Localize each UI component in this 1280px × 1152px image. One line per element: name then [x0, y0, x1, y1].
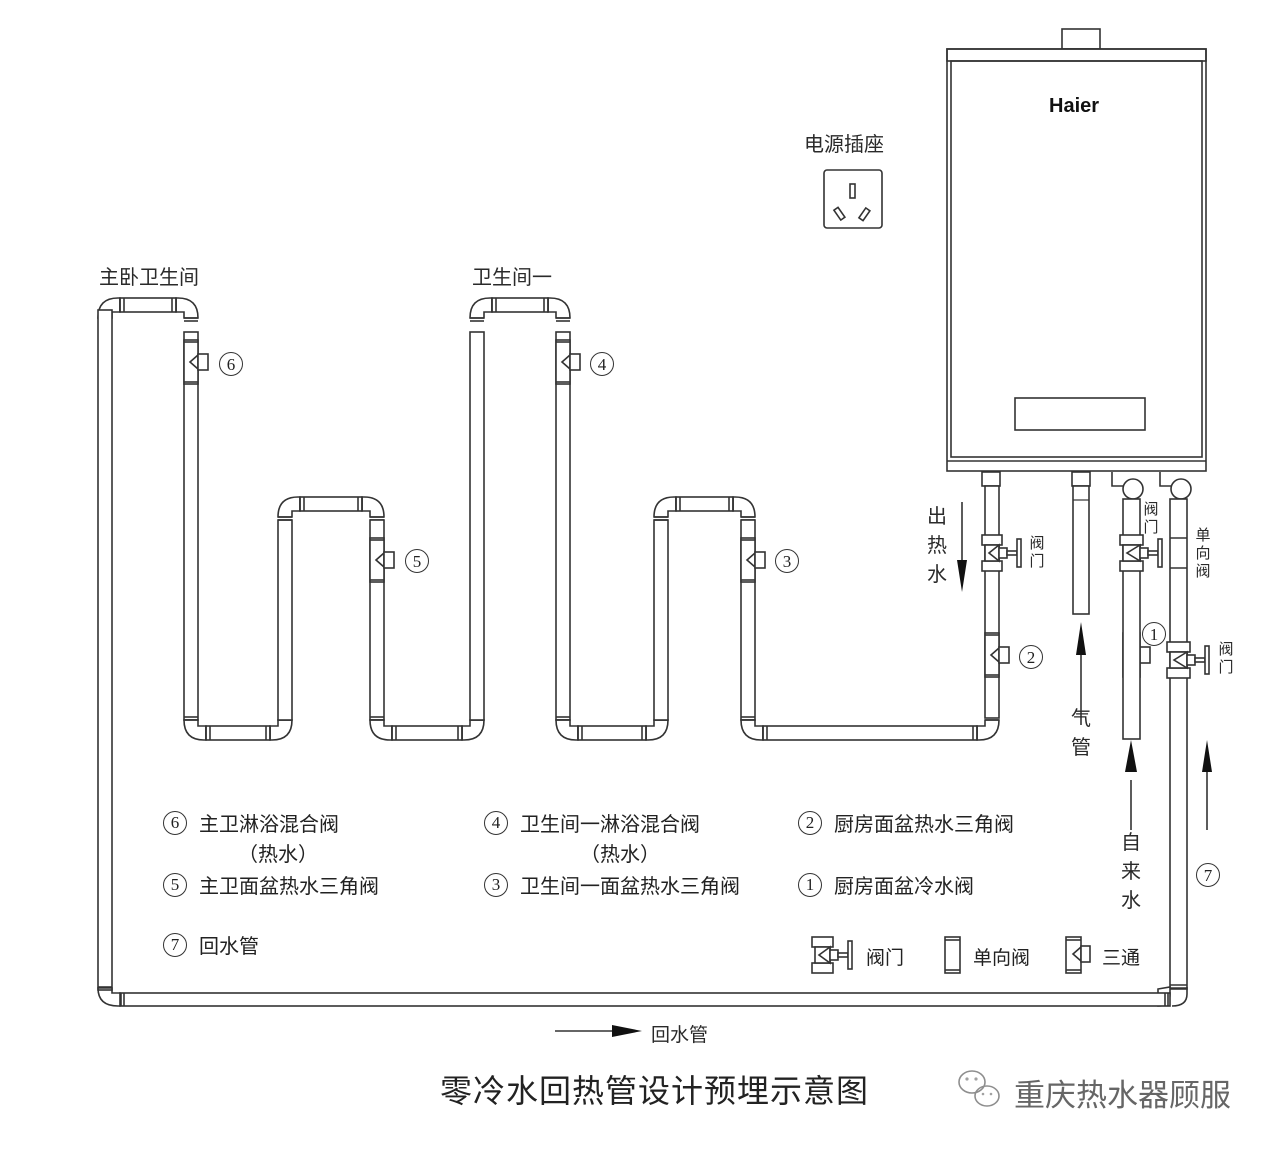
water-heater: [946, 28, 1207, 500]
elbow-fitting: [369, 719, 393, 741]
legend-item-5: 5 主卫面盆热水三角阀: [163, 870, 379, 899]
tee-fitting: [555, 339, 581, 385]
marker-6: 6: [219, 352, 243, 376]
marker-7: 7: [1196, 863, 1220, 887]
pipe-segment: [391, 725, 463, 741]
legend-item-1: 1 厨房面盆冷水阀: [798, 870, 974, 899]
room-label-master-bath: 主卧卫生间: [99, 265, 199, 289]
hot-water-pipe: [97, 297, 1151, 741]
marker-2: 2: [1019, 645, 1043, 669]
elbow-fitting: [976, 719, 1000, 741]
elbow-fitting: [653, 496, 677, 518]
power-socket-label: 电源插座: [804, 132, 884, 156]
pipe-segment: [277, 519, 293, 721]
legend-tee-icon: [1065, 936, 1091, 974]
wechat-icon: [958, 1070, 1000, 1107]
pipe-segment: [299, 496, 363, 512]
key-label-valve: 阀门: [866, 947, 905, 969]
tap-water-label: 自 来 水: [1121, 830, 1141, 912]
marker-1: 1: [1142, 622, 1166, 646]
elbow-fitting: [555, 719, 579, 741]
pipe-segment: [555, 331, 571, 721]
tee-fitting: [183, 339, 209, 385]
elbow-fitting: [269, 719, 293, 741]
elbow-fitting: [175, 297, 199, 319]
marker-5: 5: [405, 549, 429, 573]
tee-fitting: [984, 632, 1010, 678]
legend-item-3: 3 卫生间一面盆热水三角阀: [484, 870, 740, 899]
legend-check-valve-icon: [944, 936, 961, 974]
elbow-fitting: [740, 719, 764, 741]
key-label-check-valve: 单向阀: [973, 947, 1031, 969]
heater-display-panel: [1014, 397, 1146, 431]
cold-in-gate-valve-icon: [1119, 534, 1163, 572]
return-up-arrow: [1202, 740, 1212, 830]
marker-3: 3: [775, 549, 799, 573]
legend-item-6-sub: （热水）: [238, 842, 318, 866]
pipe-segment: [675, 496, 734, 512]
legend-item-4-sub: （热水）: [580, 842, 660, 866]
valve-label-cold: 阀 门: [1143, 500, 1159, 536]
pipe-segment: [577, 725, 647, 741]
pipe-segment: [762, 725, 978, 741]
elbow-fitting: [361, 496, 385, 518]
elbow-fitting: [732, 496, 756, 518]
tee-fitting: [740, 537, 766, 583]
diagram-title: 零冷水回热管设计预埋示意图: [440, 1072, 870, 1110]
pipe-segment: [469, 331, 485, 721]
marker-4: 4: [590, 352, 614, 376]
hot-out-gate-valve-icon: [981, 534, 1022, 572]
elbow-fitting: [461, 719, 485, 741]
tee-fitting: [369, 537, 395, 583]
power-socket-icon: [823, 169, 883, 229]
check-valve-label: 单 向 阀: [1195, 526, 1211, 580]
pipe-segment: [183, 331, 199, 721]
gas-pipe-label: 气 管: [1071, 706, 1091, 759]
legend-item-6: 6 主卫淋浴混合阀: [163, 808, 339, 837]
gas-pipe: [1072, 485, 1090, 615]
elbow-fitting: [547, 297, 571, 319]
elbow-fitting: [183, 719, 207, 741]
room-label-bathroom-one: 卫生间一: [472, 265, 552, 289]
elbow-fitting: [277, 496, 301, 518]
pipe-segment: [491, 297, 549, 313]
hot-out-arrow: [957, 502, 967, 592]
gas-arrow: [1076, 622, 1086, 725]
return-gate-valve-icon: [1166, 641, 1210, 679]
return-water-pipe: [97, 309, 1188, 1007]
legend-item-2: 2 厨房面盆热水三角阀: [798, 808, 1014, 837]
hot-water-out-label: 出 热 水: [927, 504, 947, 586]
legend-item-4: 4 卫生间一淋浴混合阀: [484, 808, 700, 837]
heater-brand-logo: Haier: [1049, 95, 1100, 117]
tap-water-arrow: [1125, 740, 1137, 830]
gate-valve-symbol: [811, 936, 853, 974]
watermark-text: 重庆热水器顾服: [1014, 1078, 1231, 1114]
pipe-segment: [205, 725, 271, 741]
valve-label-return: 阀 门: [1218, 640, 1234, 676]
pipe-segment: [984, 485, 1000, 719]
return-pipe-arrow-label: 回水管: [651, 1024, 709, 1046]
legend-item-7: 7 回水管: [163, 930, 259, 959]
valve-label-hot: 阀 门: [1029, 534, 1045, 570]
elbow-fitting: [469, 297, 493, 319]
pipe-segment: [653, 519, 669, 721]
legend-valve-icon: [811, 936, 853, 974]
pipe-segment: [119, 297, 177, 313]
key-label-tee: 三通: [1102, 947, 1141, 969]
elbow-fitting: [645, 719, 669, 741]
return-direction-arrow: [555, 1025, 642, 1037]
